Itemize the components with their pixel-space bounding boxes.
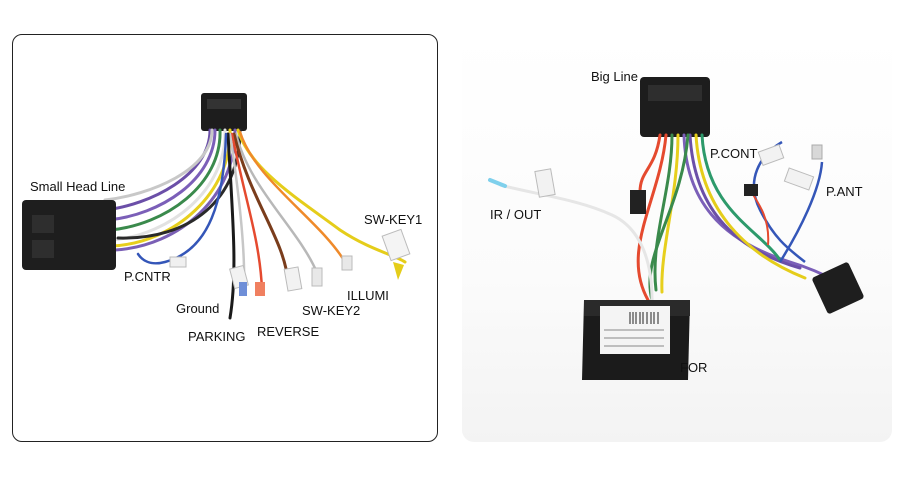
ground-label: Ground xyxy=(176,301,220,316)
illumi-wire xyxy=(238,130,347,264)
ir-out-wire xyxy=(499,183,654,301)
p-ant-terminal xyxy=(811,144,823,160)
top-connector xyxy=(201,93,247,131)
ground-wire xyxy=(226,132,236,320)
reverse-wire xyxy=(232,132,290,284)
sw-key1-wire xyxy=(236,128,407,264)
p-cntr-wire xyxy=(136,132,228,265)
small-head-connector xyxy=(22,200,116,270)
reverse-wire-red xyxy=(230,132,264,292)
p-cont-label: P.CONT xyxy=(710,146,758,161)
big-line-harness xyxy=(488,77,864,380)
p-ant-wire xyxy=(778,161,824,263)
illumi-label: ILLUMI xyxy=(347,288,389,303)
ir-out-tag xyxy=(534,168,556,198)
top-connector-pins xyxy=(207,99,241,109)
p-ant-tag xyxy=(783,167,815,191)
reverse-wire-tag xyxy=(283,266,303,292)
for-module-sticker-text-lines xyxy=(604,329,664,347)
big-line-side-connector xyxy=(812,262,864,314)
reverse-terminal xyxy=(255,282,265,296)
big-line-label: Big Line xyxy=(591,69,638,84)
p-cont-mini-connector xyxy=(744,184,758,196)
for-module-barcode xyxy=(629,312,659,324)
big-line-connector-face xyxy=(648,85,702,101)
reverse-label: REVERSE xyxy=(257,324,320,339)
p-cntr-label: P.CNTR xyxy=(124,269,171,284)
small-head-connector-socket xyxy=(32,215,54,233)
sw-key2-wire xyxy=(234,132,320,277)
ir-out-tip xyxy=(488,178,507,188)
parking-label: PARKING xyxy=(188,329,246,344)
small-head-line-label: Small Head Line xyxy=(30,179,126,194)
p-cont-tag xyxy=(757,144,785,166)
small-head-harness xyxy=(22,93,411,320)
sw-key1-end xyxy=(393,262,404,280)
sw-key1-label: SW-KEY1 xyxy=(364,212,423,227)
sw-key2-terminal xyxy=(311,267,323,287)
sw-key2-label: SW-KEY2 xyxy=(302,303,361,318)
illumi-terminal xyxy=(341,255,353,271)
for-label: FOR xyxy=(680,360,708,375)
small-head-connector-socket xyxy=(32,240,54,258)
sw-key1-tag xyxy=(381,228,411,262)
big-line-wires xyxy=(636,133,840,302)
p-ant-label: P.ANT xyxy=(826,184,863,199)
parking-terminal xyxy=(239,282,247,296)
red-wire-mini-connector xyxy=(630,190,646,214)
p-cntr-tag xyxy=(169,256,187,268)
ir-out-label: IR / OUT xyxy=(490,207,542,222)
